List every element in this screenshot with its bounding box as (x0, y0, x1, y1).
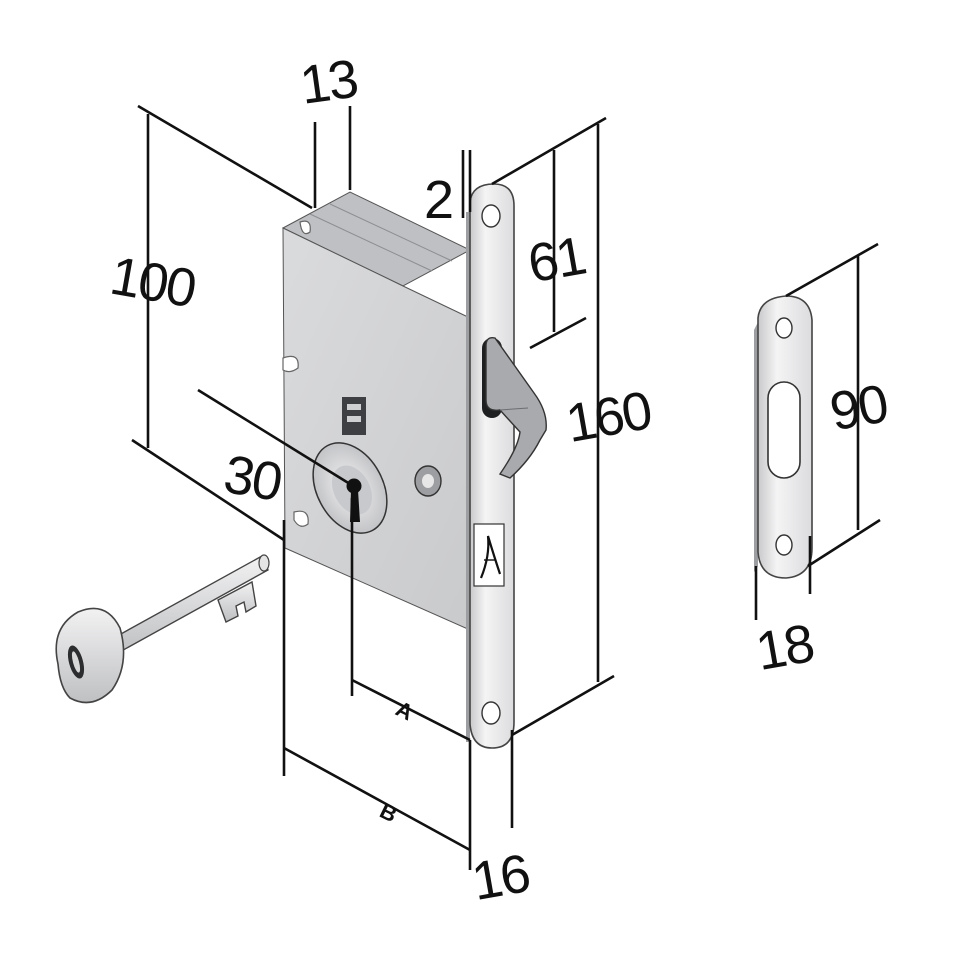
dimension-lines (131, 104, 881, 870)
lock-body-front (282, 227, 471, 631)
strike-plate (754, 295, 813, 579)
dimension-strike-height-label: 90 (826, 374, 892, 443)
dimension-faceplate-thickness-label: 2 (424, 170, 452, 230)
strike-screw-hole-bottom (775, 534, 793, 556)
strike-screw-hole-top (775, 317, 793, 339)
dimension-height-label: 100 (106, 246, 199, 320)
faceplate (466, 183, 547, 749)
faceplate-side (466, 212, 470, 742)
dimension-faceplate-height-label: 160 (562, 380, 655, 454)
dimension-b-label: B (376, 798, 401, 827)
faceplate-front (469, 183, 515, 749)
dimension-faceplate-width-label: 16 (468, 843, 534, 912)
dimension-strike-width-label: 18 (752, 613, 818, 682)
faceplate-screw-hole-top (481, 204, 501, 228)
faceplate-screw-hole-bottom (481, 701, 501, 725)
lock-body (281, 191, 472, 631)
mount-hole-top (299, 220, 311, 235)
brand-logo-icon (473, 523, 505, 587)
dimension-latch-offset-label: 61 (524, 226, 590, 295)
strike-slot (767, 381, 801, 479)
mount-hole-bottom (293, 510, 309, 527)
key-icon (55, 554, 270, 704)
screw-icon (414, 465, 442, 497)
mount-hole-mid (282, 355, 299, 373)
dimension-backset-label: 30 (220, 444, 286, 513)
latch-hook (485, 336, 547, 479)
selector-switch (342, 397, 366, 435)
dimension-depth-label: 13 (296, 49, 360, 116)
